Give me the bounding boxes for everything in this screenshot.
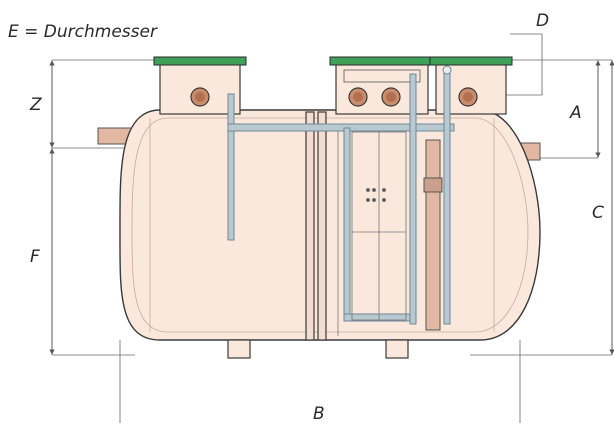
partition-walls <box>305 111 339 341</box>
manhole-dome-left <box>153 56 247 115</box>
label-z: Z <box>29 95 42 115</box>
dimension-arrows <box>49 60 614 355</box>
label-f: F <box>30 247 40 267</box>
filter-panel <box>351 131 407 321</box>
label-a: A <box>569 103 582 123</box>
manhole-dome-middle <box>329 56 435 115</box>
label-b: B <box>313 404 325 423</box>
manhole-dome-right <box>429 56 513 115</box>
diameter-legend: E = Durchmesser <box>8 22 157 42</box>
label-c: C <box>592 203 604 223</box>
right-chamber-pipe <box>423 139 443 331</box>
label-d: D <box>536 11 549 31</box>
tank-body <box>119 109 541 359</box>
